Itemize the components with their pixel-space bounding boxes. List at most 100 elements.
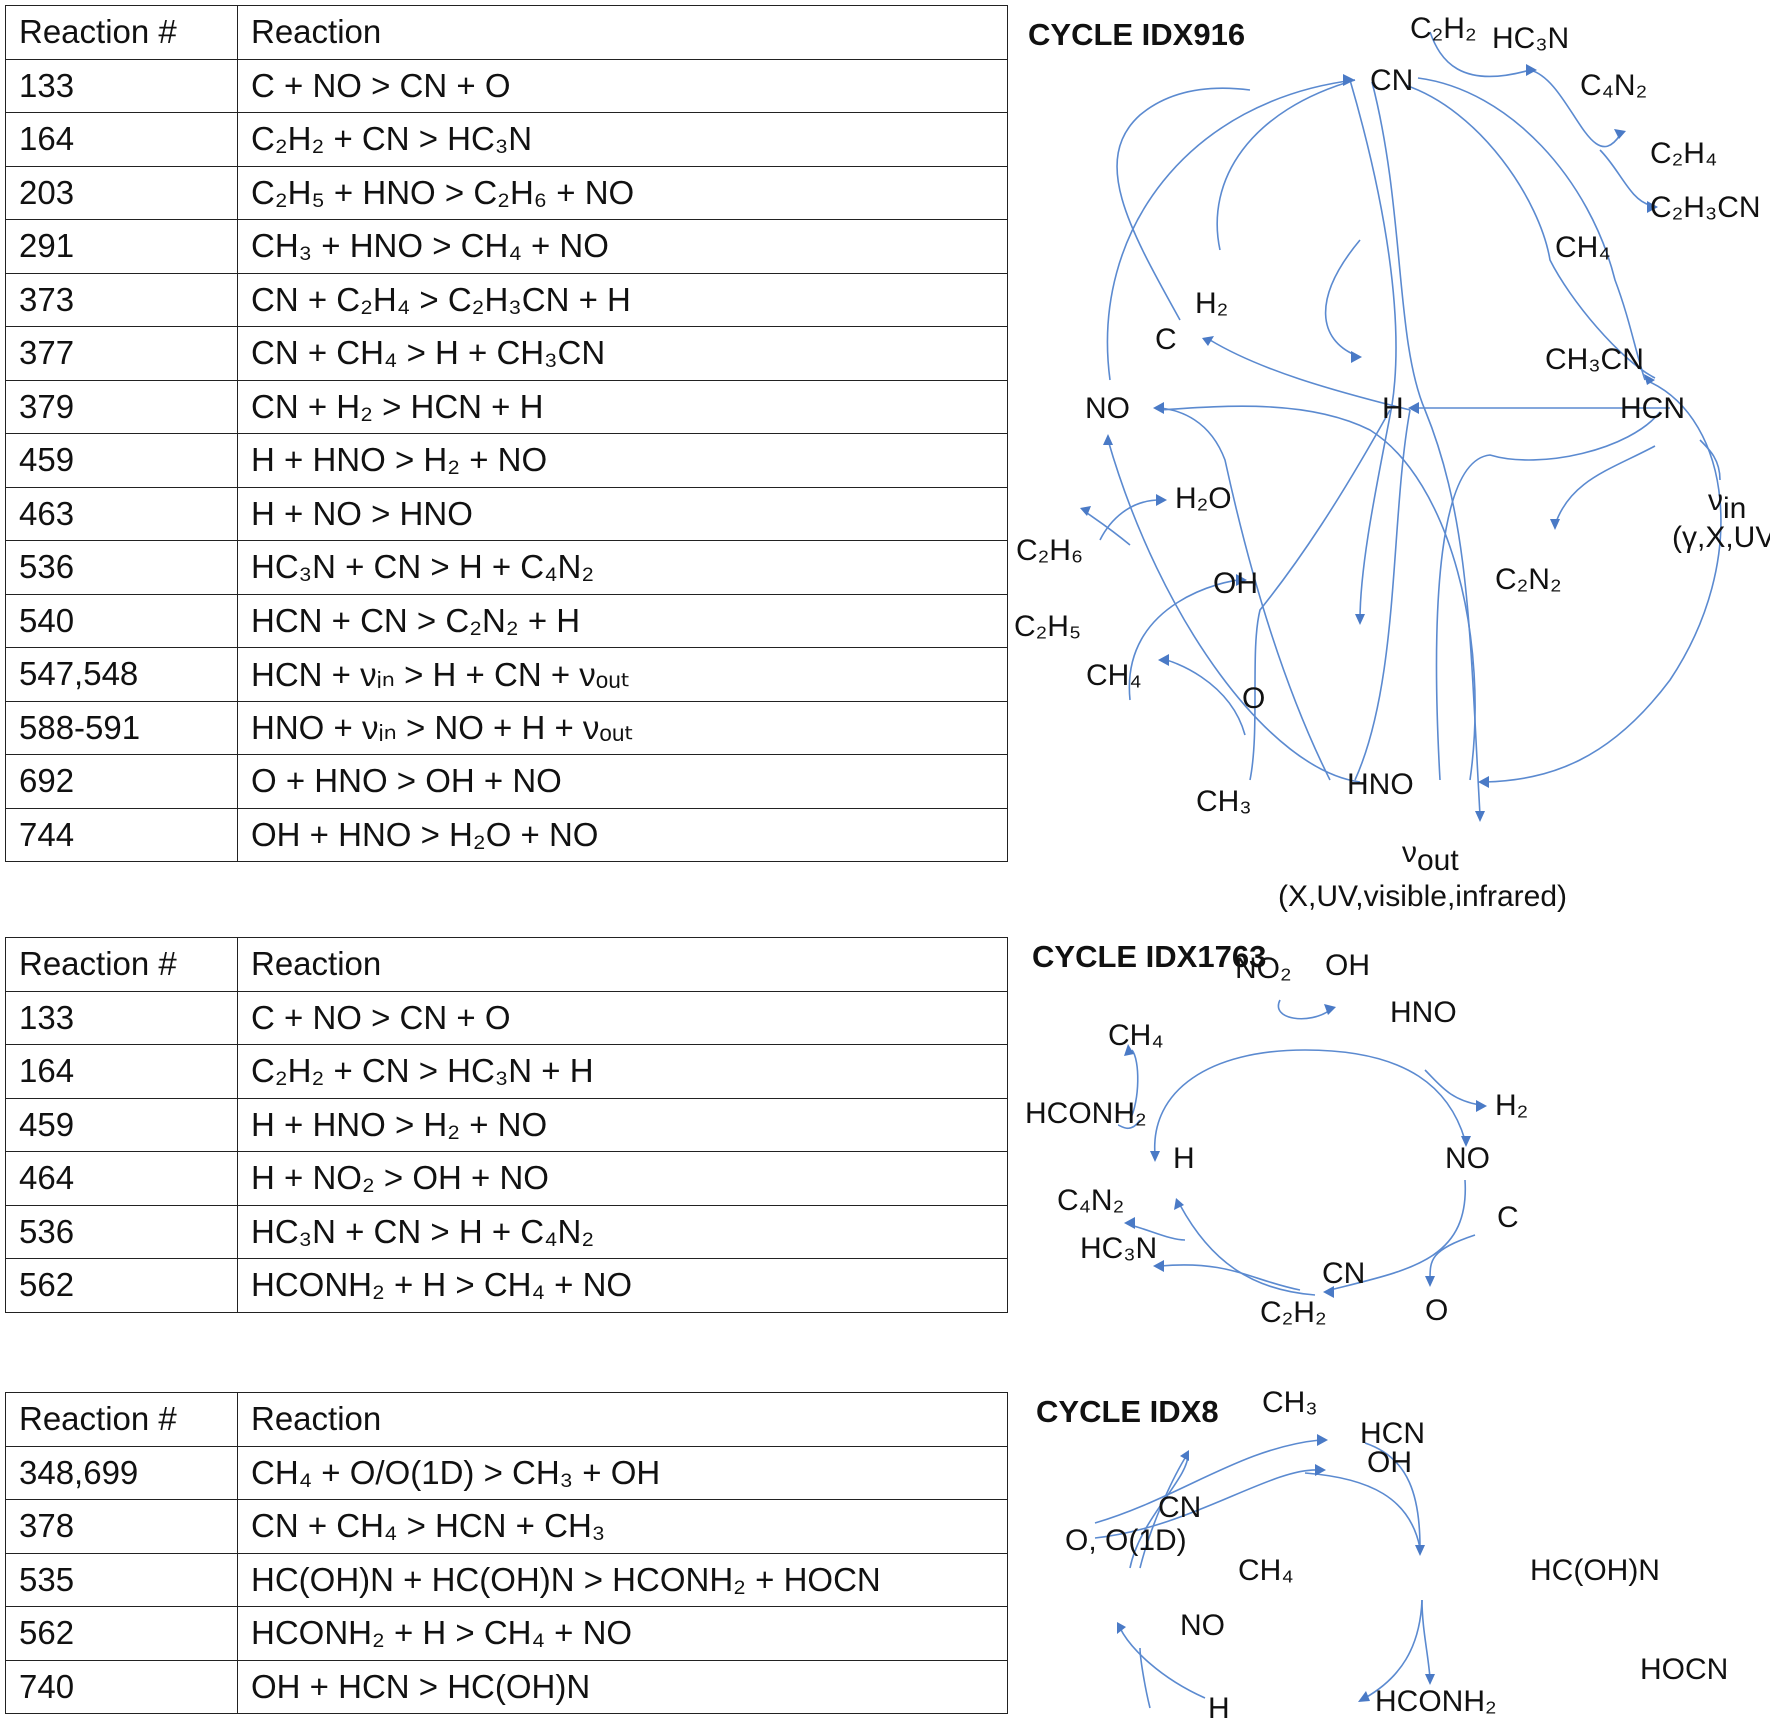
table-header-row: Reaction # Reaction (5, 937, 1008, 992)
reaction-number-cell: 133 (5, 990, 238, 1045)
reaction-cell: C₂H₂ + CN > HC₃N + H (237, 1044, 1008, 1099)
reaction-number-cell: 464 (5, 1151, 238, 1206)
reaction-number-cell: 164 (5, 1044, 238, 1099)
species-label: CH₃ (1262, 1386, 1318, 1419)
reaction-arrow (1129, 1452, 1189, 1569)
arrow-head (1425, 1674, 1435, 1685)
reaction-cell: HC₃N + CN > H + C₄N₂ (237, 1204, 1008, 1259)
reaction-arrow (1094, 1469, 1319, 1539)
species-label: (γ,X,UV) (1672, 521, 1770, 554)
arrow-head (1647, 201, 1658, 213)
arrow-head (1475, 811, 1485, 822)
reaction-arrow (1159, 407, 1331, 781)
species-label: CH₄ (1086, 659, 1142, 692)
table-header-row: Reaction # Reaction (5, 5, 1008, 60)
reaction-arrow (1304, 1049, 1466, 1141)
cycle-idx1763-diagram: CYCLE IDX1763 NO₂ OH HNO CH₄ H₂ HCONH₂ H… (1025, 939, 1528, 1329)
arrow-head (1150, 1151, 1160, 1162)
cycle-idx8-diagram: CYCLE IDX8 CH₃ HCN OH CN O, O(1D) CH₄ HC… (1036, 1386, 1728, 1725)
species-label: HNO (1347, 768, 1414, 801)
species-label: H₂O (1175, 482, 1232, 515)
reaction-cell: C + NO > CN + O (237, 58, 1008, 113)
species-label: HCONH₂ (1375, 1685, 1497, 1718)
arrow-heads (1117, 1434, 1435, 1702)
arrow-head (1202, 336, 1214, 346)
reaction-cell: CH₃ + HNO > CH₄ + NO (237, 219, 1008, 274)
arrow-head (1180, 1450, 1189, 1461)
species-label: C₂H₆ (1016, 534, 1083, 567)
arrow-heads (1124, 1004, 1487, 1298)
reaction-cell: HCONH₂ + H > CH₄ + NO (237, 1606, 1008, 1661)
arrow-head (1158, 654, 1169, 666)
reaction-arrow (1159, 1264, 1301, 1291)
reaction-cell: HCONH₂ + H > CH₄ + NO (237, 1258, 1008, 1313)
species-label: H₂ (1195, 287, 1228, 320)
reaction-arrow (1699, 439, 1721, 481)
species-label: C₂H₂ (1410, 12, 1477, 45)
reaction-arrow (1094, 1439, 1321, 1524)
reaction-cell: C₂H₂ + CN > HC₃N (237, 112, 1008, 167)
species-label: H (1208, 1692, 1230, 1725)
reaction-number-cell: 740 (5, 1659, 238, 1714)
arrow-head (1124, 1044, 1134, 1056)
reaction-arrow (1128, 579, 1241, 701)
reaction-cell: H + NO₂ > OH + NO (237, 1151, 1008, 1206)
species-label: C₄N₂ (1580, 69, 1647, 102)
reaction-number-cell: 536 (5, 1204, 238, 1259)
reaction-arrow (1424, 1069, 1481, 1106)
reaction-arrow (1179, 1204, 1316, 1296)
species-label: C₂H₃CN (1650, 191, 1761, 224)
reaction-cell: CN + H₂ > HCN + H (237, 379, 1008, 434)
reaction-number-cell: 540 (5, 593, 238, 648)
arrow-head (1174, 1198, 1184, 1210)
reaction-number-cell: 373 (5, 272, 238, 327)
reaction-arrow (1119, 1627, 1206, 1699)
species-label: C₂H₄ (1650, 137, 1717, 170)
reaction-cell: H + HNO > H₂ + NO (237, 433, 1008, 488)
reaction-cell: C + NO > CN + O (237, 990, 1008, 1045)
reaction-number-cell: 459 (5, 433, 238, 488)
species-label: νin (1708, 484, 1746, 525)
reaction-number-cell: 562 (5, 1606, 238, 1661)
arrow-head (1644, 374, 1655, 385)
reaction-cell: C₂H₅ + HNO > C₂H₆ + NO (237, 165, 1008, 220)
reaction-arrow (1106, 79, 1356, 381)
arrow-head (1153, 402, 1164, 414)
reaction-arrows (1083, 31, 1722, 816)
arrow-head (1236, 574, 1247, 586)
species-label: OH (1367, 1446, 1412, 1479)
reaction-arrow (1371, 81, 1481, 816)
arrow-head (1324, 1004, 1336, 1015)
reaction-arrow (1599, 149, 1651, 206)
arrow-head (1461, 1136, 1471, 1147)
arrow-head (1343, 74, 1355, 86)
reaction-arrow (1159, 405, 1476, 781)
arrow-head (1080, 506, 1091, 516)
cycle-title: CYCLE IDX916 (1028, 17, 1245, 52)
species-label: NO (1085, 392, 1130, 425)
reaction-cell: HCN + νᵢₙ > H + CN + νₒᵤₜ (237, 647, 1008, 702)
arrow-head (1526, 64, 1537, 76)
reaction-cell: H + HNO > H₂ + NO (237, 1097, 1008, 1152)
reaction-number-cell: 536 (5, 540, 238, 595)
arrow-heads (1080, 64, 1658, 822)
species-label: CH₄ (1238, 1554, 1294, 1587)
reaction-number-cell: 463 (5, 486, 238, 541)
